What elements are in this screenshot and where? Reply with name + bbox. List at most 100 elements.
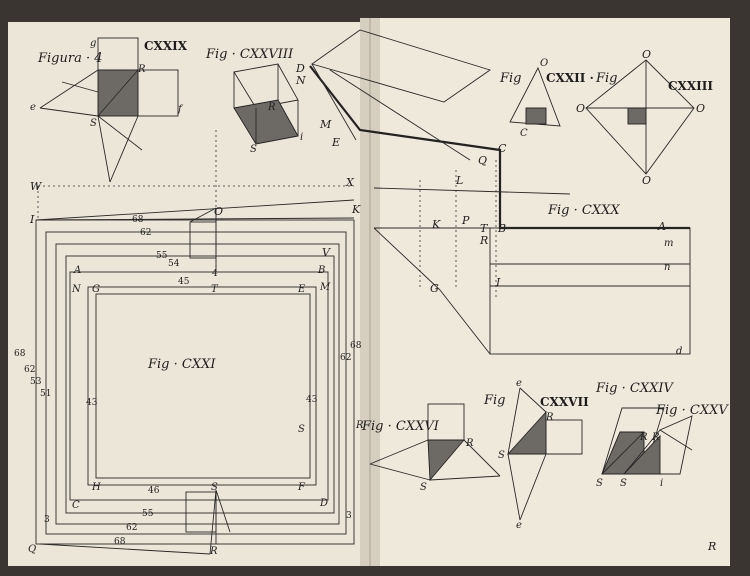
label-B: B (317, 265, 325, 276)
cxxviii-label-R: R (267, 102, 276, 113)
figure-cxxvii-caption: CXXVII (540, 395, 589, 409)
cxxix-label-S: S (90, 118, 97, 129)
figure-cxxii: Fig CXXII · O C (499, 58, 594, 139)
figure-cxxi: Fig · CXXI (35, 130, 355, 555)
label-V: V (322, 246, 331, 259)
page-signature: R (707, 540, 716, 553)
figure-cxxix-prefix: Figura · 4 (37, 51, 103, 66)
cxxx-label-T: T (480, 222, 489, 235)
cxxx-label-K: K (431, 218, 441, 231)
cxxviii-label-i: i (300, 132, 303, 143)
cxxx-label-B: B (497, 222, 506, 235)
num-3-right: 3 (346, 511, 352, 521)
figure-cxxvii: Fig CXXVII R S e e (483, 378, 589, 531)
cxxx-label-C: C (498, 142, 507, 155)
cxxx-label-d: d (676, 346, 682, 357)
figure-cxxi-caption: Fig · CXXI (147, 357, 216, 372)
num-43-right: 43 (306, 395, 318, 405)
num-55: 55 (156, 251, 168, 261)
label-R-bottom: R (209, 546, 218, 557)
cxxvii-label-S: S (498, 450, 505, 461)
figure-cxxviii: Fig · CXXVIII R S i (205, 47, 303, 155)
num-68-top: 68 (132, 215, 144, 225)
num-51: 51 (40, 389, 51, 399)
num-54: 54 (168, 259, 180, 269)
figure-cxxiv-caption: Fig · CXXIV (595, 381, 674, 396)
label-S-right: S (298, 424, 305, 435)
num-68-bottom: 68 (114, 537, 126, 547)
figure-cxxiii-prefix: Fig (595, 71, 618, 86)
cxxix-label-R: R (137, 64, 146, 75)
label-F: F (297, 482, 306, 493)
cxxiii-label-O-bottom: O (642, 174, 651, 187)
label-S-bottom: S (211, 482, 218, 493)
cxxiv-label-S: S (596, 478, 603, 489)
figure-cxxix-caption: CXXIX (144, 39, 188, 53)
figure-cxxx: Fig · CXXX D N M E C Q L K P T B R G A I… (295, 29, 691, 357)
figure-cxxv-caption: Fig · CXXV (655, 403, 729, 418)
figure-cxxvi: Fig · CXXVI R S (361, 403, 501, 493)
num-62-bottom: 62 (126, 523, 137, 533)
cxxiii-label-O-top: O (642, 48, 651, 61)
cxxx-label-m: m (664, 238, 673, 249)
num-62-left: 62 (24, 365, 35, 375)
cxxii-label-C: C (520, 128, 528, 139)
num-68-right: 68 (350, 341, 362, 351)
cxxx-label-G: G (430, 282, 439, 295)
label-X: X (345, 176, 355, 189)
label-A: A (73, 265, 81, 276)
figure-cxxx-caption: Fig · CXXX (547, 203, 620, 218)
label-M: M (319, 282, 331, 293)
cxxiii-label-O-left: O (576, 102, 585, 115)
cxxv-label-i: i (660, 478, 663, 489)
label-R-right: R (355, 420, 364, 431)
cxxx-label-N: N (295, 74, 306, 87)
num-68-left: 68 (14, 349, 26, 359)
figure-cxxvi-caption: Fig · CXXVI (361, 419, 440, 434)
label-Q-bottom: Q (28, 544, 36, 555)
num-62-right: 62 (340, 353, 351, 363)
cxxx-label-M: M (319, 118, 332, 131)
cxxviii-label-S: S (250, 144, 257, 155)
cxxx-label-Q: Q (478, 154, 487, 167)
cxxx-label-E: E (331, 136, 340, 149)
label-N: N (71, 284, 82, 295)
label-C: C (72, 500, 80, 511)
cxxx-label-D: D (295, 62, 305, 75)
cxxvi-label-S: S (420, 482, 427, 493)
num-62-top: 62 (140, 228, 151, 238)
num-3-left: 3 (44, 515, 50, 525)
cxxvi-label-R: R (465, 438, 474, 449)
cxxx-label-A: A (657, 220, 666, 233)
figure-cxxiii-caption: CXXIII (668, 79, 713, 93)
cxxx-label-I: I (495, 276, 501, 289)
figure-cxxiv: Fig · CXXIV S R (595, 381, 674, 489)
cxxx-label-L: L (455, 174, 463, 187)
label-W: W (30, 180, 43, 193)
label-O-top: O (214, 205, 223, 218)
num-46: 46 (148, 486, 160, 496)
label-K: K (351, 203, 361, 216)
cxxix-label-g: g (90, 38, 96, 49)
num-4-T: 4 (212, 269, 218, 279)
cxxvii-label-e-top: e (516, 378, 522, 389)
num-53: 53 (30, 377, 42, 387)
figure-cxxvii-prefix: Fig (483, 393, 506, 408)
label-T: T (211, 284, 219, 295)
figure-cxxii-prefix: Fig (499, 71, 522, 86)
cxxx-label-P: P (461, 214, 470, 227)
figure-cxxiii: Fig CXXIII O O O O (576, 48, 713, 187)
label-D: D (319, 498, 328, 509)
label-I: I (29, 213, 35, 226)
cxxvii-label-R: R (545, 412, 554, 423)
figure-cxxi-labels: W X I K O V A B N G T E M H F C D S S R … (14, 176, 364, 557)
label-G: G (92, 284, 100, 295)
cxxvii-label-e-bottom: e (516, 520, 522, 531)
figure-cxxii-caption: CXXII · (546, 71, 594, 85)
cxxv-label-R: R (651, 432, 660, 443)
figure-cxxviii-caption: Fig · CXXVIII (205, 47, 294, 62)
cxxix-label-e: e (30, 102, 36, 113)
figure-cxxv: Fig · CXXV S R i (620, 403, 729, 489)
cxxiv-label-R: R (639, 432, 648, 443)
